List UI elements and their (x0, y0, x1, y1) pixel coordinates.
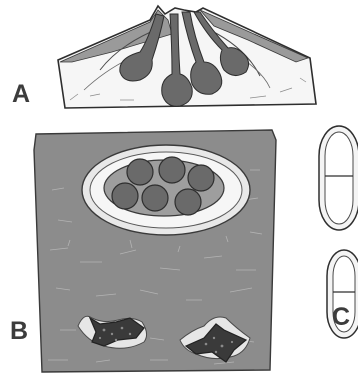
spore-6 (175, 189, 201, 215)
spore-4 (112, 183, 138, 209)
ascospore-top-inner (325, 132, 353, 224)
spore-3 (188, 165, 214, 191)
panel-label-a: A (12, 82, 30, 107)
panel-b-bark-surface (34, 130, 276, 372)
ascospore-top (319, 126, 358, 230)
panel-a-ascoma-section (58, 6, 316, 108)
spore-1 (127, 159, 153, 185)
panel-label-c: C (332, 305, 350, 330)
panel-label-b: B (10, 319, 28, 344)
spore-2 (159, 157, 185, 183)
spore-5 (142, 185, 168, 211)
